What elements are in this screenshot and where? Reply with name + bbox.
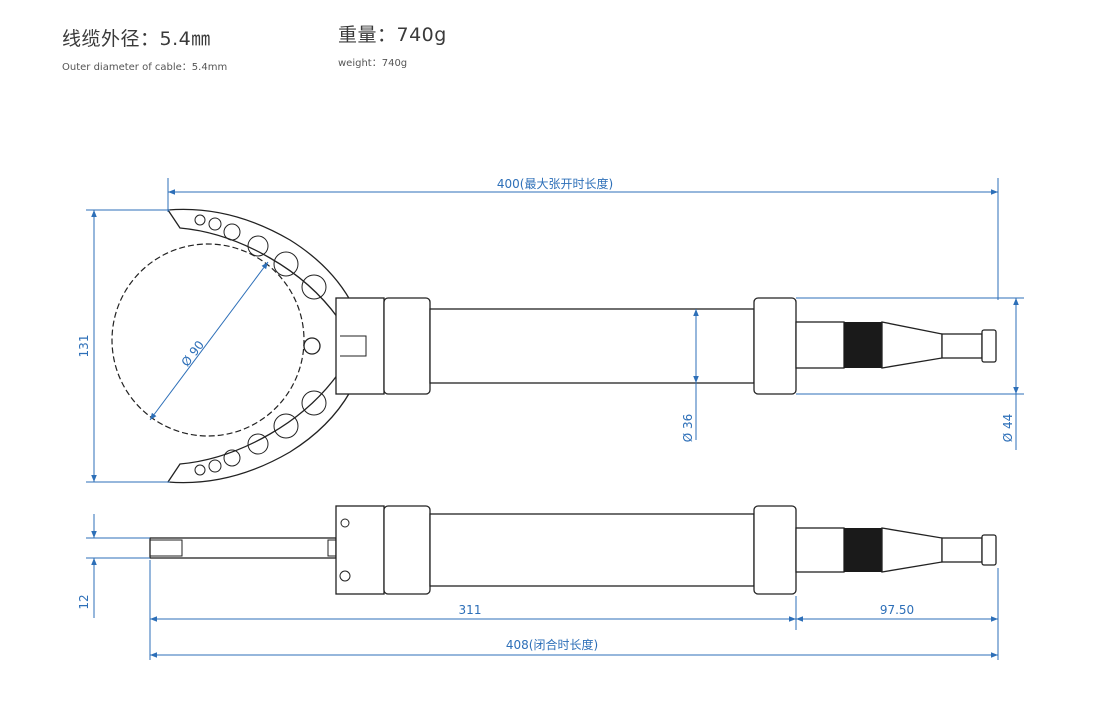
head-block bbox=[335, 297, 385, 395]
cable-spec-cn: 线缆外径：5.4㎜ bbox=[62, 28, 211, 50]
side-screw-top bbox=[340, 518, 350, 528]
knurl-grip bbox=[844, 322, 882, 368]
open-view bbox=[111, 208, 997, 484]
closed-view bbox=[149, 505, 997, 595]
side-dimensions: 12 311 97.50 408(闭合时长度) bbox=[77, 514, 999, 660]
side-hex-end bbox=[981, 534, 997, 566]
weight-spec-cn: 重量：740g bbox=[338, 24, 447, 46]
dim-max-open: 400(最大张开时长度) bbox=[497, 176, 613, 191]
dim-height: 131 bbox=[77, 335, 91, 358]
dim-closed-length: 408(闭合时长度) bbox=[506, 637, 598, 652]
adjust-nut bbox=[795, 321, 845, 369]
front-collar bbox=[383, 297, 431, 395]
head-slot bbox=[340, 335, 367, 357]
dim-tube-diameter: Ø 36 bbox=[681, 414, 695, 443]
side-knurl-grip bbox=[844, 528, 882, 572]
side-head-block bbox=[335, 505, 385, 595]
shaft-tip bbox=[941, 333, 983, 359]
weight-spec-en: weight：740g bbox=[338, 58, 408, 69]
side-rear-collar bbox=[753, 505, 797, 595]
jaw-circle bbox=[111, 243, 305, 437]
side-taper-shaft bbox=[881, 527, 943, 573]
jaw-tip bbox=[149, 539, 183, 557]
weight-spec: 重量：740g weight：740g bbox=[338, 20, 447, 69]
dim-body-length: 311 bbox=[459, 603, 482, 617]
closed-jaws bbox=[149, 537, 337, 559]
upper-jaw bbox=[166, 208, 351, 320]
taper-shaft bbox=[881, 321, 943, 369]
side-front-collar bbox=[383, 505, 431, 595]
dim-jaw-diameter: Ø 90 bbox=[179, 338, 207, 369]
dim-line-d90 bbox=[149, 261, 269, 421]
top-dimensions: 400(最大张开时长度) 131 Ø 90 Ø 36 Ø 44 bbox=[77, 176, 1024, 483]
jaw-holes bbox=[194, 214, 327, 476]
cable-spec: 线缆外径：5.4㎜ Outer diameter of cable：5.4mm bbox=[62, 24, 227, 73]
pivot-screw bbox=[303, 337, 321, 355]
handle-tube bbox=[429, 308, 755, 384]
side-adjust-nut bbox=[795, 527, 845, 573]
dim-end-diameter: Ø 44 bbox=[1001, 414, 1015, 443]
dim-jaw-thickness: 12 bbox=[77, 594, 91, 609]
hex-end bbox=[981, 329, 997, 363]
dim-tail-length: 97.50 bbox=[880, 603, 914, 617]
side-handle-tube bbox=[429, 513, 755, 587]
lower-jaw bbox=[166, 372, 351, 484]
rear-collar bbox=[753, 297, 797, 395]
side-screw-bottom bbox=[339, 570, 351, 582]
side-shaft-tip bbox=[941, 537, 983, 563]
cable-spec-en: Outer diameter of cable：5.4mm bbox=[62, 62, 228, 73]
